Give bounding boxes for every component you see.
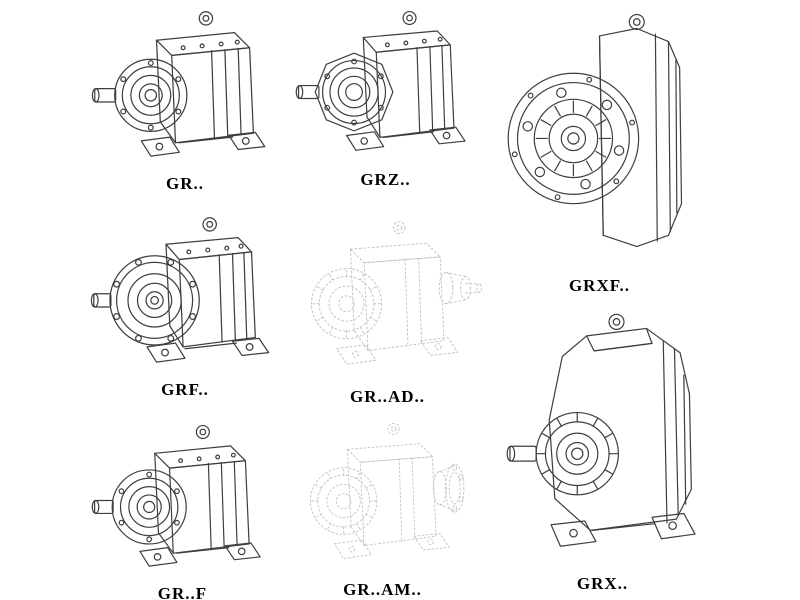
model-label-grxf: GRXF.. <box>568 275 631 295</box>
model-label-grx: GRX.. <box>576 574 629 594</box>
model-label-gr: GR.. <box>166 174 204 194</box>
gearbox-drawing-gr-am <box>309 422 465 559</box>
gearbox-drawing-gr <box>91 11 266 157</box>
model-label-gr-f: GR..F <box>157 583 208 600</box>
model-figure-gr-f: GR..F <box>90 420 275 600</box>
model-figure-grf: GRF.. <box>90 212 280 400</box>
model-figure-grz: GRZ.. <box>293 6 478 190</box>
model-label-grz: GRZ.. <box>360 169 411 189</box>
model-label-grf: GRF.. <box>161 380 209 400</box>
gearbox-drawing-gr-ad <box>310 221 483 365</box>
model-figure-gr: GR.. <box>90 6 280 194</box>
model-label-gr-am: GR..AM.. <box>343 579 422 599</box>
model-figure-gr-am: GR..AM.. <box>290 416 475 600</box>
gearbox-drawing-gr-f <box>91 424 261 567</box>
model-figure-grxf: GRXF.. <box>497 8 702 296</box>
model-figure-gr-ad: GR..AD.. <box>290 214 485 407</box>
gearbox-drawing-grf <box>90 217 270 363</box>
model-figure-grx: GRX.. <box>495 306 710 594</box>
gearbox-drawing-grx <box>506 313 696 547</box>
gearbox-drawing-grz <box>295 10 466 151</box>
model-label-gr-ad: GR..AD.. <box>349 386 426 406</box>
gearbox-drawing-grxf <box>507 13 683 248</box>
